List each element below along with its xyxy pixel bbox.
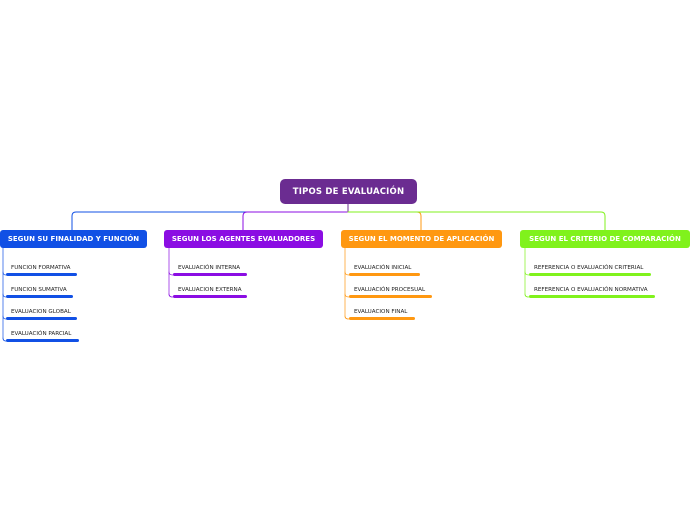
leaf-connector bbox=[2, 293, 7, 298]
leaf-underline bbox=[349, 273, 420, 276]
leaf-connector bbox=[344, 271, 350, 276]
leaf-bracket bbox=[168, 247, 173, 298]
branch-connector bbox=[347, 211, 422, 231]
leaf-underline bbox=[529, 295, 655, 298]
leaf-topic[interactable]: EVALUACIÓN PARCIAL bbox=[6, 329, 79, 342]
leaf-underline bbox=[6, 317, 77, 320]
leaf-label: REFERENCIA O EVALUACIÓN CRITERIAL bbox=[534, 265, 644, 271]
leaf-label: FUNCION FORMATIVA bbox=[11, 265, 71, 271]
leaf-connector bbox=[168, 293, 174, 298]
leaf-label: EVALUACIÓN INICIAL bbox=[354, 265, 412, 271]
leaf-topic[interactable]: EVALUACIÓN INICIAL bbox=[349, 263, 420, 276]
leaf-topic[interactable]: EVALUACION GLOBAL bbox=[6, 307, 77, 320]
leaf-underline bbox=[349, 295, 432, 298]
leaf-topic[interactable]: REFERENCIA O EVALUACIÓN NORMATIVA bbox=[529, 285, 655, 298]
leaf-connector bbox=[168, 271, 174, 276]
branch-topic[interactable]: SEGUN SU FINALIDAD Y FUNCIÓN bbox=[0, 230, 147, 248]
root-topic[interactable]: TIPOS DE EVALUACIÓN bbox=[280, 179, 417, 204]
leaf-label: EVALUACIÓN INTERNA bbox=[178, 265, 241, 271]
leaf-label: EVALUACIÓN PARCIAL bbox=[11, 331, 72, 337]
leaf-topic[interactable]: EVALUACION FINAL bbox=[349, 307, 415, 320]
leaf-label: FUNCION SUMATIVA bbox=[11, 287, 67, 293]
branch-topic[interactable]: SEGUN EL MOMENTO DE APLICACIÓN bbox=[341, 230, 502, 248]
leaf-topic[interactable]: FUNCION SUMATIVA bbox=[6, 285, 73, 298]
leaf-label: EVALUACION FINAL bbox=[354, 309, 408, 315]
branch-connector bbox=[347, 211, 606, 231]
leaf-topic[interactable]: EVALUACION EXTERNA bbox=[173, 285, 247, 298]
leaf-label: REFERENCIA O EVALUACIÓN NORMATIVA bbox=[534, 287, 648, 293]
leaf-bracket bbox=[524, 247, 529, 298]
branch-topic[interactable]: SEGUN EL CRITERIO DE COMPARACIÓN bbox=[520, 230, 690, 248]
leaf-topic[interactable]: EVALUACIÓN INTERNA bbox=[173, 263, 247, 276]
leaf-underline bbox=[173, 273, 247, 276]
leaf-underline bbox=[6, 339, 79, 342]
leaf-connector bbox=[2, 271, 7, 276]
leaf-connector bbox=[344, 293, 350, 298]
leaf-connector bbox=[524, 271, 530, 276]
leaf-label: EVALUACIÓN PROCESUAL bbox=[354, 287, 426, 293]
leaf-underline bbox=[6, 273, 77, 276]
leaf-underline bbox=[6, 295, 73, 298]
branch-topic[interactable]: SEGUN LOS AGENTES EVALUADORES bbox=[164, 230, 323, 248]
leaf-topic[interactable]: REFERENCIA O EVALUACIÓN CRITERIAL bbox=[529, 263, 651, 276]
leaf-label: EVALUACION EXTERNA bbox=[178, 287, 242, 293]
leaf-connector bbox=[524, 293, 530, 298]
leaf-connector bbox=[2, 315, 7, 320]
leaf-topic[interactable]: EVALUACIÓN PROCESUAL bbox=[349, 285, 432, 298]
leaf-label: EVALUACION GLOBAL bbox=[11, 309, 71, 315]
leaf-connector bbox=[2, 337, 7, 342]
leaf-bracket bbox=[344, 247, 349, 320]
branch-connector bbox=[71, 211, 349, 231]
leaf-topic[interactable]: FUNCION FORMATIVA bbox=[6, 263, 77, 276]
leaf-underline bbox=[173, 295, 247, 298]
branch-connector bbox=[242, 211, 349, 231]
leaf-underline bbox=[529, 273, 651, 276]
leaf-underline bbox=[349, 317, 415, 320]
leaf-connector bbox=[344, 315, 350, 320]
